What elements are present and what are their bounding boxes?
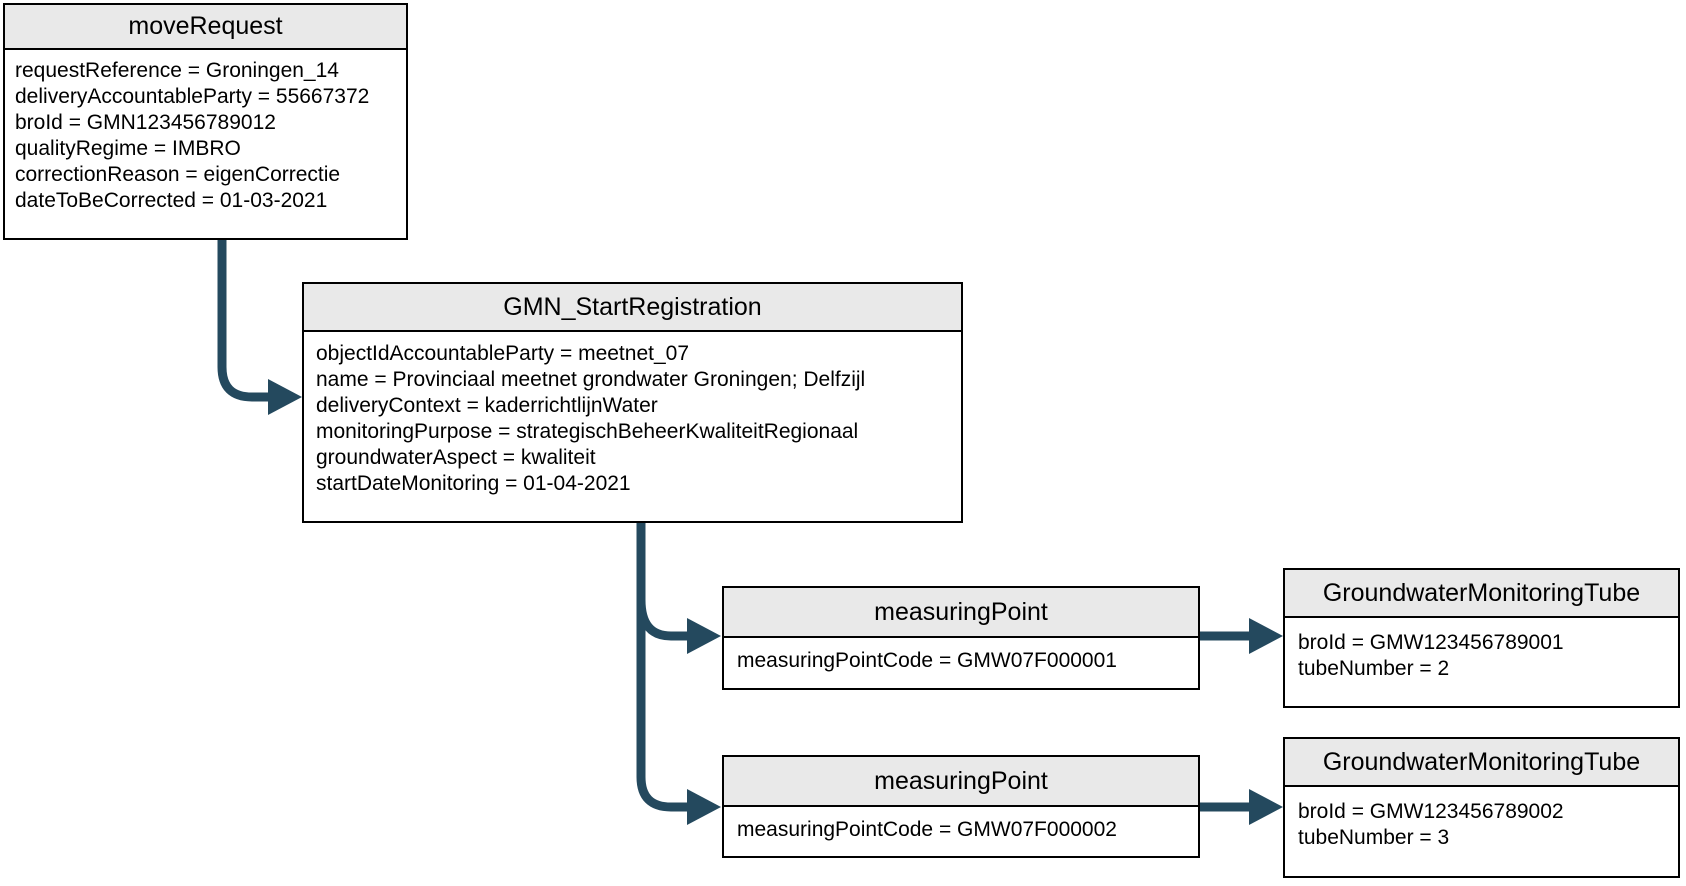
box-title: GroundwaterMonitoringTube	[1285, 739, 1678, 787]
attribute-line: broId = GMW123456789001	[1298, 631, 1564, 654]
attribute-line: monitoringPurpose = strategischBeheerKwa…	[316, 420, 859, 443]
attribute-line: tubeNumber = 3	[1298, 826, 1450, 849]
attribute-line: measuringPointCode = GMW07F000002	[737, 818, 1117, 841]
arrowhead-icon	[687, 618, 721, 654]
attribute-line: requestReference = Groningen_14	[15, 59, 339, 82]
arrowhead-icon	[268, 379, 302, 415]
attribute-line: groundwaterAspect = kwaliteit	[316, 446, 596, 469]
attribute-line: deliveryContext = kaderrichtlijnWater	[316, 394, 658, 417]
box-title: GMN_StartRegistration	[304, 284, 961, 332]
attribute-line: deliveryAccountableParty = 55667372	[15, 85, 370, 108]
box-attributes: measuringPointCode = GMW07F000001	[724, 638, 1198, 674]
attribute-line: broId = GMW123456789002	[1298, 800, 1564, 823]
attribute-line: correctionReason = eigenCorrectie	[15, 163, 341, 186]
box-title: measuringPoint	[724, 588, 1198, 638]
class-box-groundwatermonitoringtube-1: GroundwaterMonitoringTube broId = GMW123…	[1283, 568, 1680, 708]
attribute-line: objectIdAccountableParty = meetnet_07	[316, 342, 689, 365]
box-attributes: broId = GMW123456789002 tubeNumber = 3	[1285, 787, 1678, 851]
class-box-measuringpoint-2: measuringPoint measuringPointCode = GMW0…	[722, 755, 1200, 858]
box-title: GroundwaterMonitoringTube	[1285, 570, 1678, 618]
attribute-line: measuringPointCode = GMW07F000001	[737, 649, 1117, 672]
attribute-line: startDateMonitoring = 01-04-2021	[316, 472, 631, 495]
box-attributes: broId = GMW123456789001 tubeNumber = 2	[1285, 618, 1678, 682]
class-box-moverequest: moveRequest requestReference = Groningen…	[3, 3, 408, 240]
arrowhead-icon	[1249, 789, 1283, 825]
class-box-groundwatermonitoringtube-2: GroundwaterMonitoringTube broId = GMW123…	[1283, 737, 1680, 878]
box-title: measuringPoint	[724, 757, 1198, 807]
attribute-line: name = Provinciaal meetnet grondwater Gr…	[316, 368, 866, 391]
attribute-line: dateToBeCorrected = 01-03-2021	[15, 189, 328, 212]
box-title: moveRequest	[5, 5, 406, 50]
arrowhead-icon	[1249, 618, 1283, 654]
class-box-gmn-startregistration: GMN_StartRegistration objectIdAccountabl…	[302, 282, 963, 523]
attribute-line: broId = GMN123456789012	[15, 111, 276, 134]
box-attributes: measuringPointCode = GMW07F000002	[724, 807, 1198, 843]
connector-gmn-to-measuringpoint-2	[636, 523, 688, 812]
connector-moverequest-to-gmn	[217, 240, 269, 402]
box-attributes: objectIdAccountableParty = meetnet_07 na…	[304, 332, 961, 497]
attribute-line: qualityRegime = IMBRO	[15, 137, 241, 160]
connector-gmn-to-measuringpoint-1	[636, 599, 688, 641]
arrowhead-icon	[687, 789, 721, 825]
box-attributes: requestReference = Groningen_14 delivery…	[5, 50, 406, 214]
attribute-line: tubeNumber = 2	[1298, 657, 1450, 680]
class-box-measuringpoint-1: measuringPoint measuringPointCode = GMW0…	[722, 586, 1200, 690]
